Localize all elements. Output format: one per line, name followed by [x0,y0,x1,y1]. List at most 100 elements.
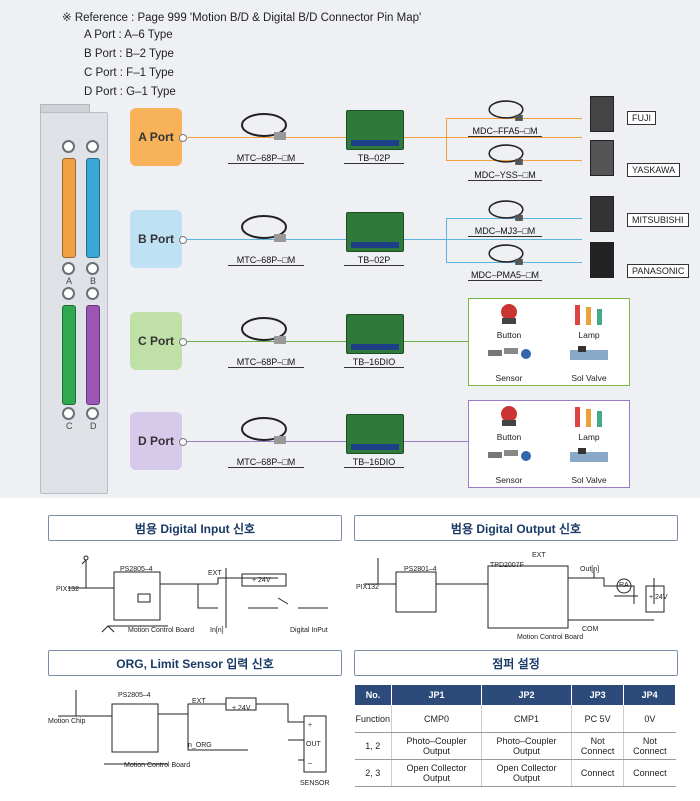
drive-cable-label-fuji: MDC–FFA5–□M [468,126,542,137]
reference-line-b: B Port : B–2 Type [84,48,174,60]
port-b-terminal [179,236,187,244]
terminal-board-icon [346,414,404,454]
sensor-icon [488,348,531,359]
do-chip-label: PS2801–4 [404,566,437,573]
valve-icon [570,448,608,462]
screw-icon [62,287,75,300]
io-sensor: Sensor [469,342,549,385]
section-title-org-limit: ORG, Limit Sensor 입력 신호 [48,650,342,676]
digital-output-circuit [364,558,665,629]
screw-icon [62,262,75,275]
port-a-cable-label: MTC–68P–□M [228,153,304,164]
connector-d [86,305,100,405]
io-label: Lamp [578,432,600,442]
port-c-cable-label: MTC–68P–□M [228,357,304,368]
cable-icon [488,200,524,221]
io-label: Sensor [495,373,523,383]
do-driver-label: TPD2007F [490,562,524,569]
do-ra-label: RA [619,582,629,589]
do-com-label: COM [582,626,599,633]
servo-drive-icon [590,242,614,278]
connector-a [62,158,76,258]
connector-c [62,305,76,405]
reference-note: ※ Reference : Page 999 'Motion B/D & Dig… [62,12,422,24]
io-button: Button [469,401,549,444]
table-header: JP3 [570,684,625,706]
port-d-board-label: TB–16DIO [344,457,404,468]
io-sol-valve: Sol Valve [549,444,629,487]
bracket-label-c: C [66,421,73,431]
bracket-label-b: B [90,276,97,286]
lamp-icon [575,407,602,427]
cable-icon [241,215,287,242]
port-a-box: A Port [130,108,182,166]
split-b-bottom [446,262,582,263]
io-button: Button [469,299,549,342]
table-cell: 2, 3 [354,759,392,787]
table-row: 2, 3 Open Collector Output Open Collecto… [354,759,676,787]
org-pin-label: Motion Chip [48,718,86,725]
org-limit-circuit [58,690,327,773]
sensor-plus-label: + [308,722,313,729]
line-d [186,441,468,442]
io-lamp: Lamp [549,299,629,342]
sensor-label: SENSOR [300,780,330,787]
section-title-jumper: 점퍼 설정 [354,650,678,676]
drive-cable-label-mitsubishi: MDC–MJ3–□M [468,226,542,237]
servo-drive-icon [590,196,614,232]
terminal-board-icon [346,110,404,150]
drive-cable-label-panasonic: MDC–PMA5–□M [468,270,542,281]
port-c-terminal [179,338,187,346]
port-c-board-label: TB–16DIO [344,357,404,368]
cable-icon [241,317,287,344]
split-a-top [446,118,582,119]
org-norg-label: n_ORG [188,742,212,749]
di-in-label: In[n] [210,627,224,634]
screw-icon [62,140,75,153]
table-row: Function CMP0 CMP1 PC 5V 0V [354,705,676,733]
port-a-board-label: TB–02P [344,153,404,164]
table-cell: Open Collector Output [481,759,572,787]
table-cell: CMP0 [391,705,482,733]
screw-icon [86,262,99,275]
cable-icon [488,100,524,121]
table-cell: Photo–Coupler Output [391,732,482,760]
org-chip-label: PS2805–4 [118,692,151,699]
connector-b [86,158,100,258]
reference-line-c: C Port : F–1 Type [84,67,174,79]
table-header-row: No. JP1 JP2 JP3 JP4 [353,684,676,706]
terminal-board-icon [346,212,404,252]
reference-line-d: D Port : G–1 Type [84,86,176,98]
screw-icon [86,287,99,300]
io-devices-d: Button Lamp Sensor Sol Valve [468,400,630,488]
io-label: Button [496,330,522,340]
port-d-terminal [179,438,187,446]
screw-icon [86,140,99,153]
button-icon [501,304,517,324]
di-24v-label: + 24V [252,577,271,584]
brand-fuji: FUJI [627,111,656,125]
port-b-box: B Port [130,210,182,268]
cable-icon [488,144,524,165]
table-cell: Connect [570,759,624,787]
table-header: JP4 [623,684,676,706]
cable-icon [241,113,287,140]
port-b-cable-label: MTC–68P–□M [228,255,304,266]
di-ext-label: EXT [208,570,222,577]
do-out-label: Out[n] [580,566,600,573]
table-cell: PC 5V [570,705,624,733]
io-sensor: Sensor [469,444,549,487]
table-header: JP1 [391,684,483,706]
di-chip-label: PS2805–4 [120,566,153,573]
brand-mitsubishi: MITSUBISHI [627,213,689,227]
digital-input-circuit [68,555,328,633]
table-cell: Not Connect [570,732,624,760]
io-label: Button [496,432,522,442]
cable-icon [488,244,524,265]
io-devices-c: Button Lamp Sensor Sol Valve [468,298,630,386]
port-a-terminal [179,134,187,142]
di-input-label: Digital InPut [290,627,328,634]
port-c-box: C Port [130,312,182,370]
bracket-label-a: A [66,276,73,286]
table-cell: Function [354,705,392,733]
